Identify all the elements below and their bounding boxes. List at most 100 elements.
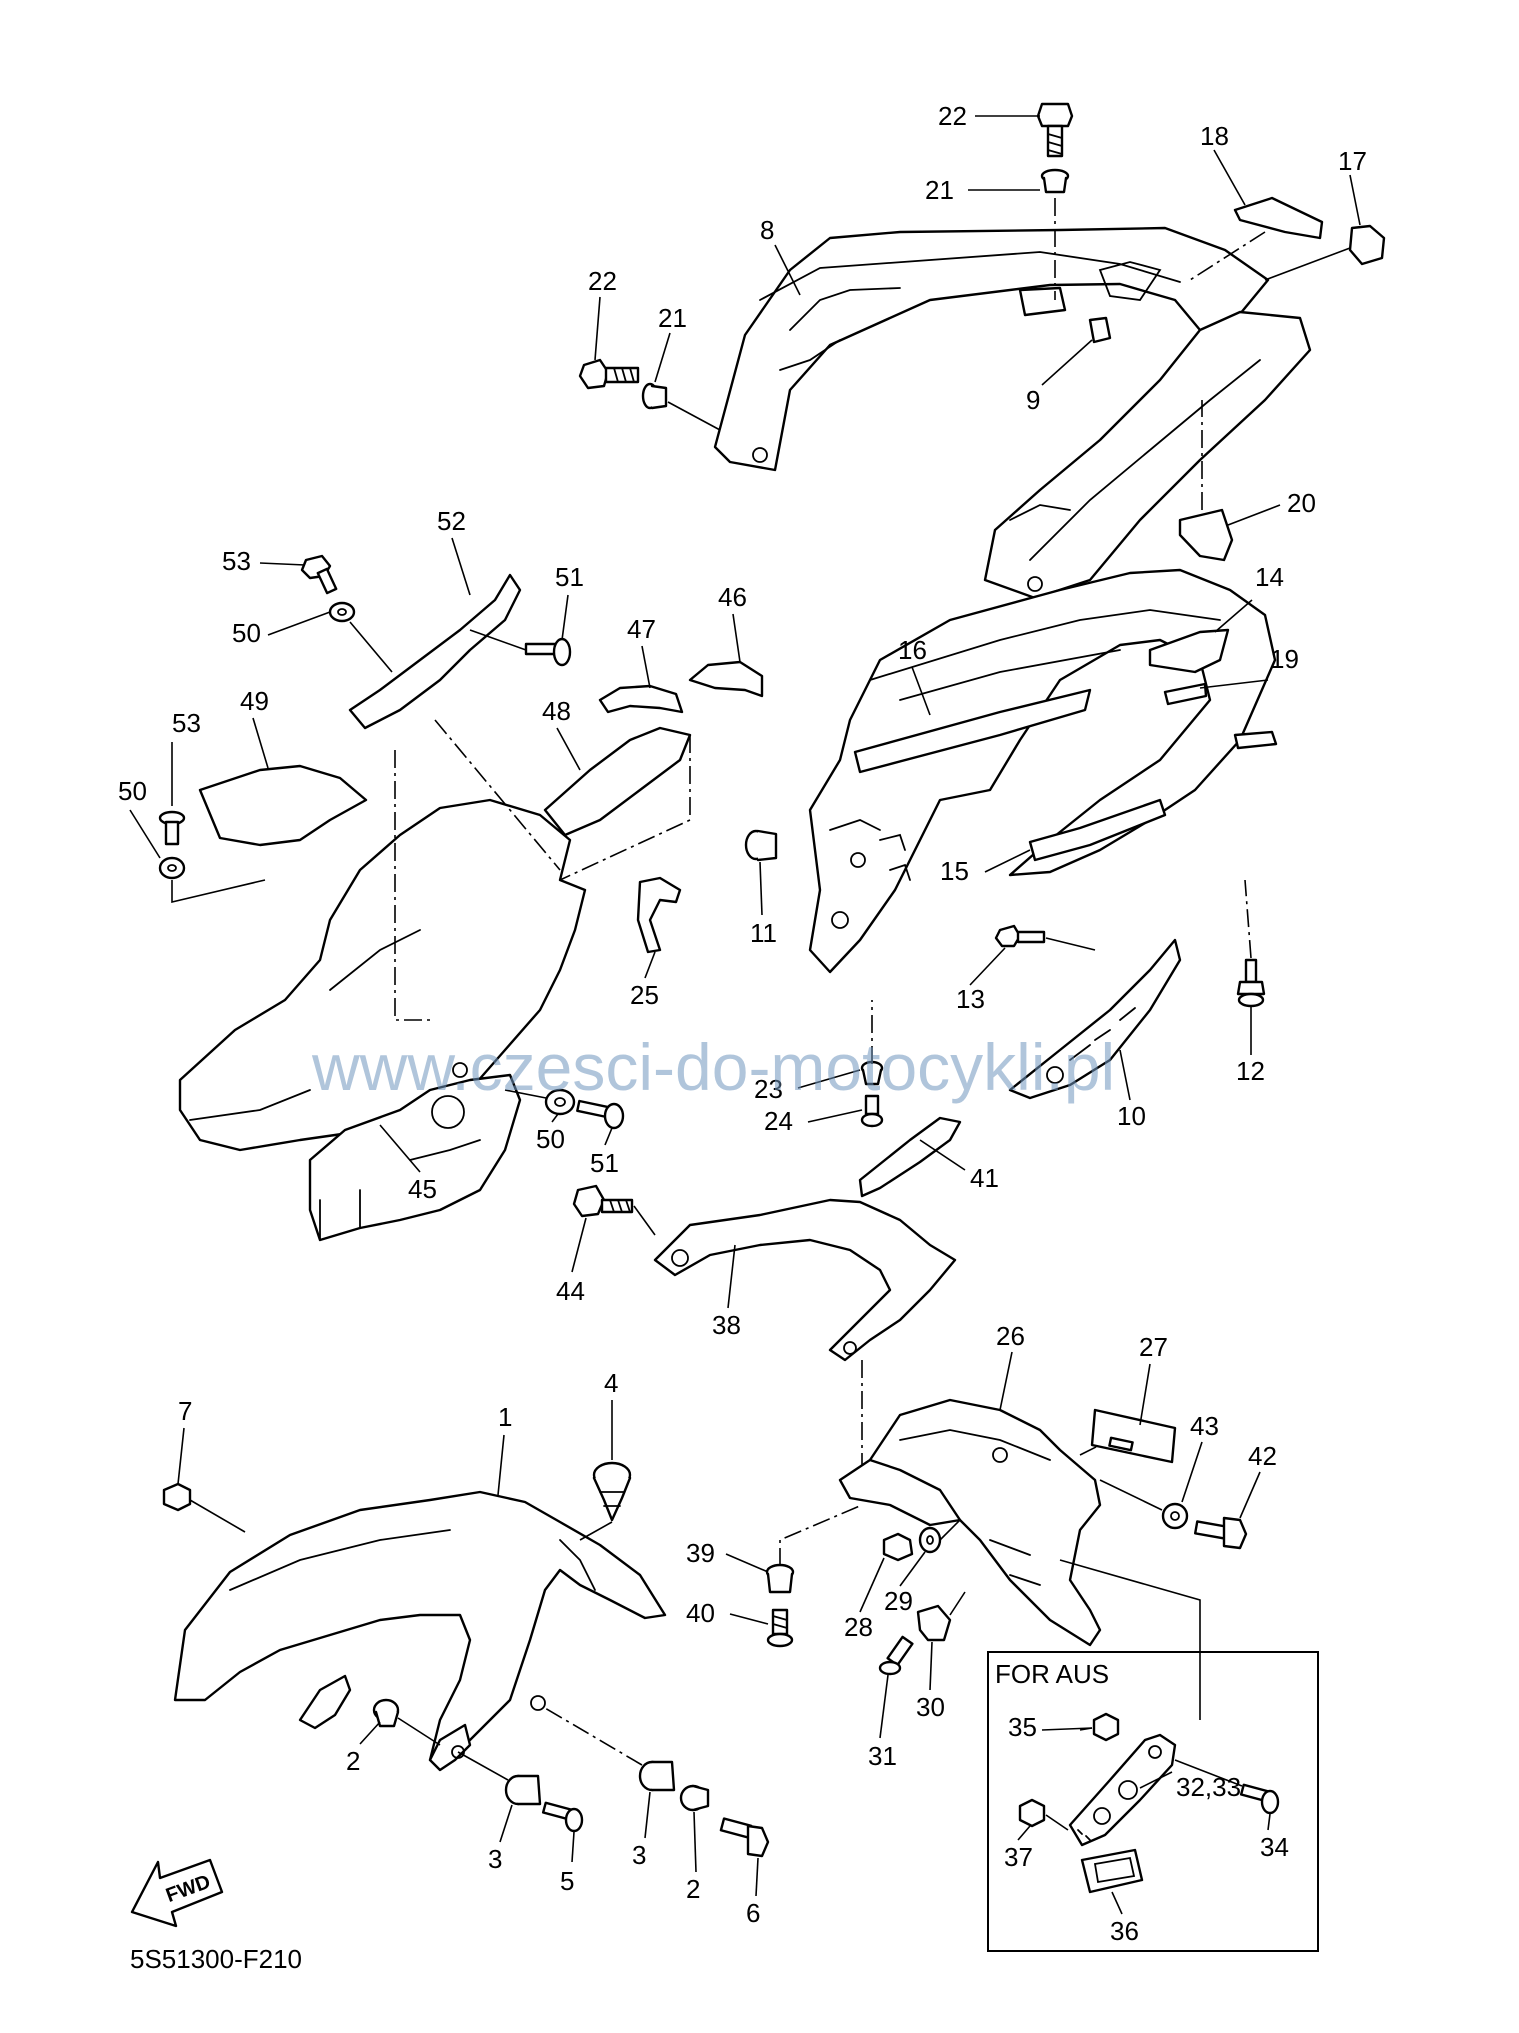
- callout-c49: 49: [240, 686, 269, 716]
- callout-c50a: 50: [232, 618, 261, 648]
- leader-line-c29: [899, 1551, 926, 1587]
- bolt-6-icon: [719, 1817, 770, 1858]
- callout-c9: 9: [1026, 385, 1040, 415]
- leader-line-c51a: [561, 594, 569, 641]
- stay-38-part: [653, 1198, 957, 1362]
- leader-line-c50b: [129, 809, 161, 859]
- callout-c53a: 53: [222, 546, 251, 576]
- bolt-24-icon: [860, 1094, 884, 1128]
- leader-line-c11: [759, 861, 763, 916]
- callout-c25: 25: [630, 980, 659, 1010]
- callout-c4: 4: [604, 1368, 618, 1398]
- panel-49-part: [198, 764, 368, 847]
- callout-c36: 36: [1110, 1916, 1139, 1946]
- callout-c31: 31: [868, 1741, 897, 1771]
- leader-line-c2b: [693, 1811, 697, 1873]
- callout-c5: 5: [560, 1866, 574, 1896]
- grommet-3-left-icon: [504, 1774, 542, 1806]
- bracket-52-part: [348, 573, 522, 730]
- nut-35-icon: [1092, 1712, 1120, 1742]
- callout-c38: 38: [712, 1310, 741, 1340]
- panel-48-part: [543, 726, 692, 837]
- nut-37-icon: [1018, 1798, 1046, 1828]
- callout-c16: 16: [898, 635, 927, 665]
- leader-line-c5: [571, 1831, 575, 1863]
- leader-line-c21b: [654, 332, 671, 383]
- callout-c27: 27: [1139, 1332, 1168, 1362]
- callout-c7: 7: [178, 1396, 192, 1426]
- leader-line-c9: [1041, 339, 1093, 386]
- callout-c8: 8: [760, 215, 774, 245]
- fwd-arrow-icon: FWD: [130, 1858, 224, 1928]
- leader-line-c24: [807, 1109, 863, 1123]
- leader-line-c16: [911, 666, 931, 716]
- grab-bar-part: [713, 226, 1312, 600]
- leader-line-c13: [969, 947, 1006, 986]
- collar-21-left-icon: [641, 382, 668, 410]
- callout-c39: 39: [686, 1538, 715, 1568]
- leader-line-c14: [1214, 599, 1253, 633]
- clip-30-part: [916, 1604, 952, 1642]
- leader-line-c48: [556, 727, 581, 771]
- callout-c46: 46: [718, 582, 747, 612]
- leader-line-c20: [1227, 504, 1281, 526]
- leader-line-c30: [929, 1641, 933, 1691]
- callout-c32: 32,33: [1176, 1772, 1241, 1802]
- callout-c26: 26: [996, 1321, 1025, 1351]
- bolt-12-icon: [1236, 958, 1266, 1008]
- callout-c17: 17: [1338, 146, 1367, 176]
- callout-c15: 15: [940, 856, 969, 886]
- washer-50-bottom-icon: [544, 1088, 576, 1116]
- bolt-13-icon: [994, 924, 1046, 948]
- leader-line-c41: [919, 1139, 966, 1171]
- pad-14-part: [1148, 628, 1230, 674]
- screw-34-icon: [1239, 1783, 1280, 1815]
- callout-c34: 34: [1260, 1832, 1289, 1862]
- leader-line-c3a: [499, 1804, 513, 1843]
- collar-23-icon: [860, 1060, 884, 1086]
- clamp-47-part: [598, 684, 684, 714]
- leader-line-c36: [1111, 1891, 1123, 1915]
- leader-line-c50c: [551, 1113, 559, 1123]
- washer-29-icon: [918, 1526, 942, 1554]
- leader-line-c17: [1349, 174, 1361, 226]
- callout-c50b: 50: [118, 776, 147, 806]
- grommet-11-icon: [744, 829, 778, 862]
- callout-c14: 14: [1255, 562, 1284, 592]
- leader-line-c3b: [644, 1791, 651, 1839]
- leader-line-c19: [1199, 679, 1269, 689]
- callout-c22b: 22: [588, 266, 617, 296]
- callout-c2a: 2: [346, 1746, 360, 1776]
- leader-line-c10: [1119, 1049, 1131, 1101]
- callout-c51b: 51: [590, 1148, 619, 1178]
- diagram-code: 5S51300-F210: [130, 1944, 302, 1974]
- nut-28-icon: [882, 1532, 914, 1562]
- callout-c19: 19: [1270, 644, 1299, 674]
- washer-50-top-icon: [328, 601, 356, 623]
- callout-c41: 41: [970, 1163, 999, 1193]
- leader-line-c2a: [359, 1721, 381, 1745]
- inner-fender-45-part: [178, 798, 587, 1242]
- leader-line-c53a: [259, 562, 306, 566]
- callout-c13: 13: [956, 984, 985, 1014]
- bolt-51-bottom-icon: [576, 1099, 625, 1130]
- callout-c52: 52: [437, 506, 466, 536]
- leader-line-c23: [797, 1069, 861, 1089]
- screw-31-icon: [878, 1635, 914, 1676]
- reflector-36-part: [1080, 1848, 1144, 1894]
- strip-15-part: [1028, 798, 1167, 862]
- callout-c23: 23: [754, 1074, 783, 1104]
- leader-line-c52: [451, 537, 471, 596]
- leader-line-c49: [252, 717, 269, 769]
- pad-20-part: [1178, 508, 1234, 562]
- leader-line-c28: [859, 1557, 885, 1613]
- callout-c10: 10: [1117, 1101, 1146, 1131]
- callout-c6: 6: [746, 1898, 760, 1928]
- callout-c1: 1: [498, 1402, 512, 1432]
- callout-c3b: 3: [632, 1840, 646, 1870]
- leader-line-c39: [725, 1553, 769, 1573]
- leader-line-c32: [1139, 1771, 1173, 1789]
- callout-c45: 45: [408, 1174, 437, 1204]
